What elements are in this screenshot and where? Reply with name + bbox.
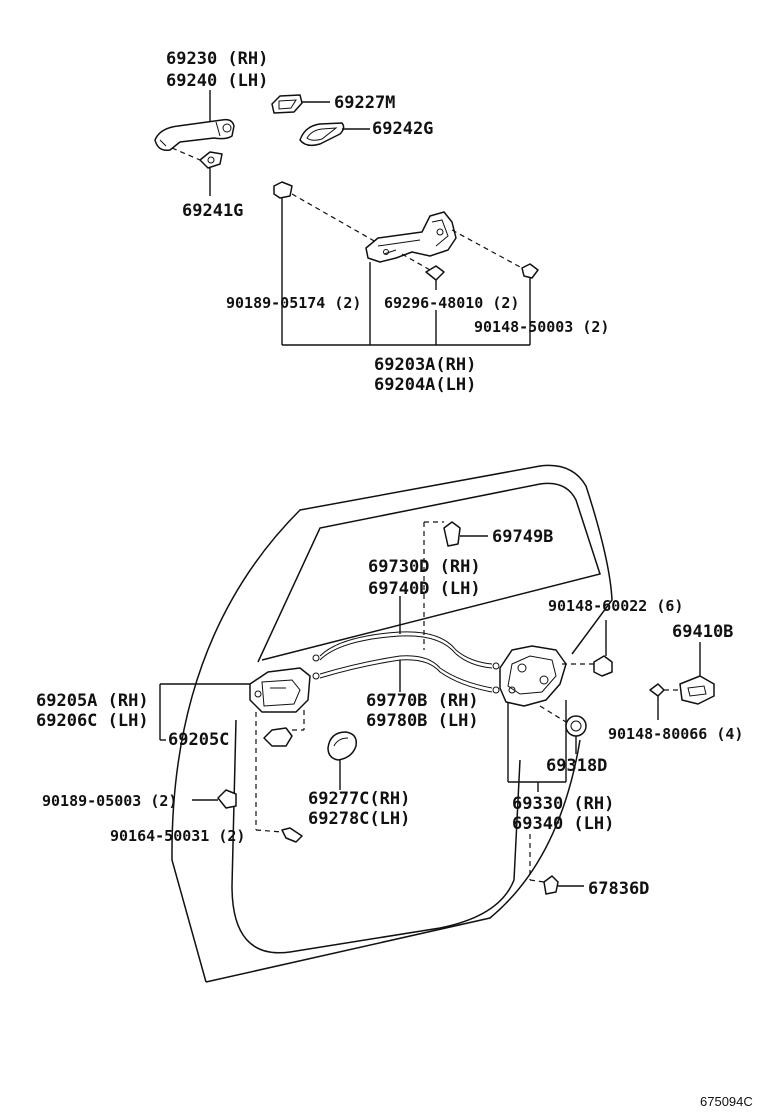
bolt-90148-60022-part (593, 655, 613, 677)
label-69230-rh: 69230 (RH) (166, 49, 268, 69)
door-lock-part (499, 645, 567, 707)
label-69340-lh: 69340 (LH) (512, 814, 614, 834)
pad-69241g-part (199, 151, 223, 169)
cover-69277c-part (327, 731, 358, 761)
label-69240-lh: 69240 (LH) (166, 71, 268, 91)
label-69730d-rh: 69730D (RH) (368, 557, 481, 577)
door-outline (171, 464, 613, 983)
label-90148-80066: 90148-80066 (4) (608, 725, 743, 743)
label-90148-50003: 90148-50003 (2) (474, 318, 609, 336)
label-90189-05003: 90189-05003 (2) (42, 792, 177, 810)
label-69242g: 69242G (372, 119, 433, 139)
label-69330-rh: 69330 (RH) (512, 794, 614, 814)
label-69278c-lh: 69278C(LH) (308, 809, 410, 829)
handle-frame-part (365, 211, 457, 263)
outside-handle-part (154, 118, 235, 152)
lower-assembly (159, 521, 715, 895)
label-69780b-lh: 69780B (LH) (366, 711, 479, 731)
screw-90164-50031-part (281, 827, 303, 843)
label-69277c-rh: 69277C(RH) (308, 789, 410, 809)
bolt-90148-50003-part (521, 263, 539, 279)
cap-69318d-part (565, 715, 587, 737)
cable-69730d-part (319, 631, 493, 665)
upper-handle-assembly (154, 90, 539, 346)
gasket-69242g-part (299, 122, 345, 147)
clip-67836d-part (543, 875, 559, 895)
label-69740d-lh: 69740D (LH) (368, 579, 481, 599)
pad-69227m-part (271, 94, 303, 114)
clip-69749b-part (443, 521, 461, 547)
label-69241g: 69241G (182, 201, 243, 221)
screw-90148-80066-part (649, 683, 665, 697)
label-69204a-lh: 69204A(LH) (374, 375, 476, 395)
label-90148-60022: 90148-60022 (6) (548, 597, 683, 615)
cable-69770b-part (319, 655, 493, 689)
label-69203a-rh: 69203A(RH) (374, 355, 476, 375)
label-90164-50031: 90164-50031 (2) (110, 827, 245, 845)
reference-code: 675094C (700, 1094, 753, 1109)
label-67836d: 67836D (588, 879, 649, 899)
label-69318d: 69318D (546, 756, 607, 776)
label-69749b: 69749B (492, 527, 553, 547)
label-90189-05174: 90189-05174 (2) (226, 294, 361, 312)
striker-69410b-part (679, 675, 715, 705)
label-69296-48010: 69296-48010 (2) (384, 294, 519, 312)
label-69770b-rh: 69770B (RH) (366, 691, 479, 711)
label-69205a-rh: 69205A (RH) (36, 691, 149, 711)
label-69227m: 69227M (334, 93, 395, 113)
label-69205c: 69205C (168, 730, 229, 750)
label-69206c-lh: 69206C (LH) (36, 711, 149, 731)
labels: 69230 (RH) 69240 (LH) 69227M 69242G 6924… (36, 49, 753, 1109)
clip-90189-05174-part (273, 181, 293, 199)
grommet-90189-05003-part (217, 789, 237, 809)
label-69410b: 69410B (672, 622, 733, 642)
bezel-69205c-part (263, 727, 293, 747)
screw-69296-48010-part (425, 265, 445, 281)
